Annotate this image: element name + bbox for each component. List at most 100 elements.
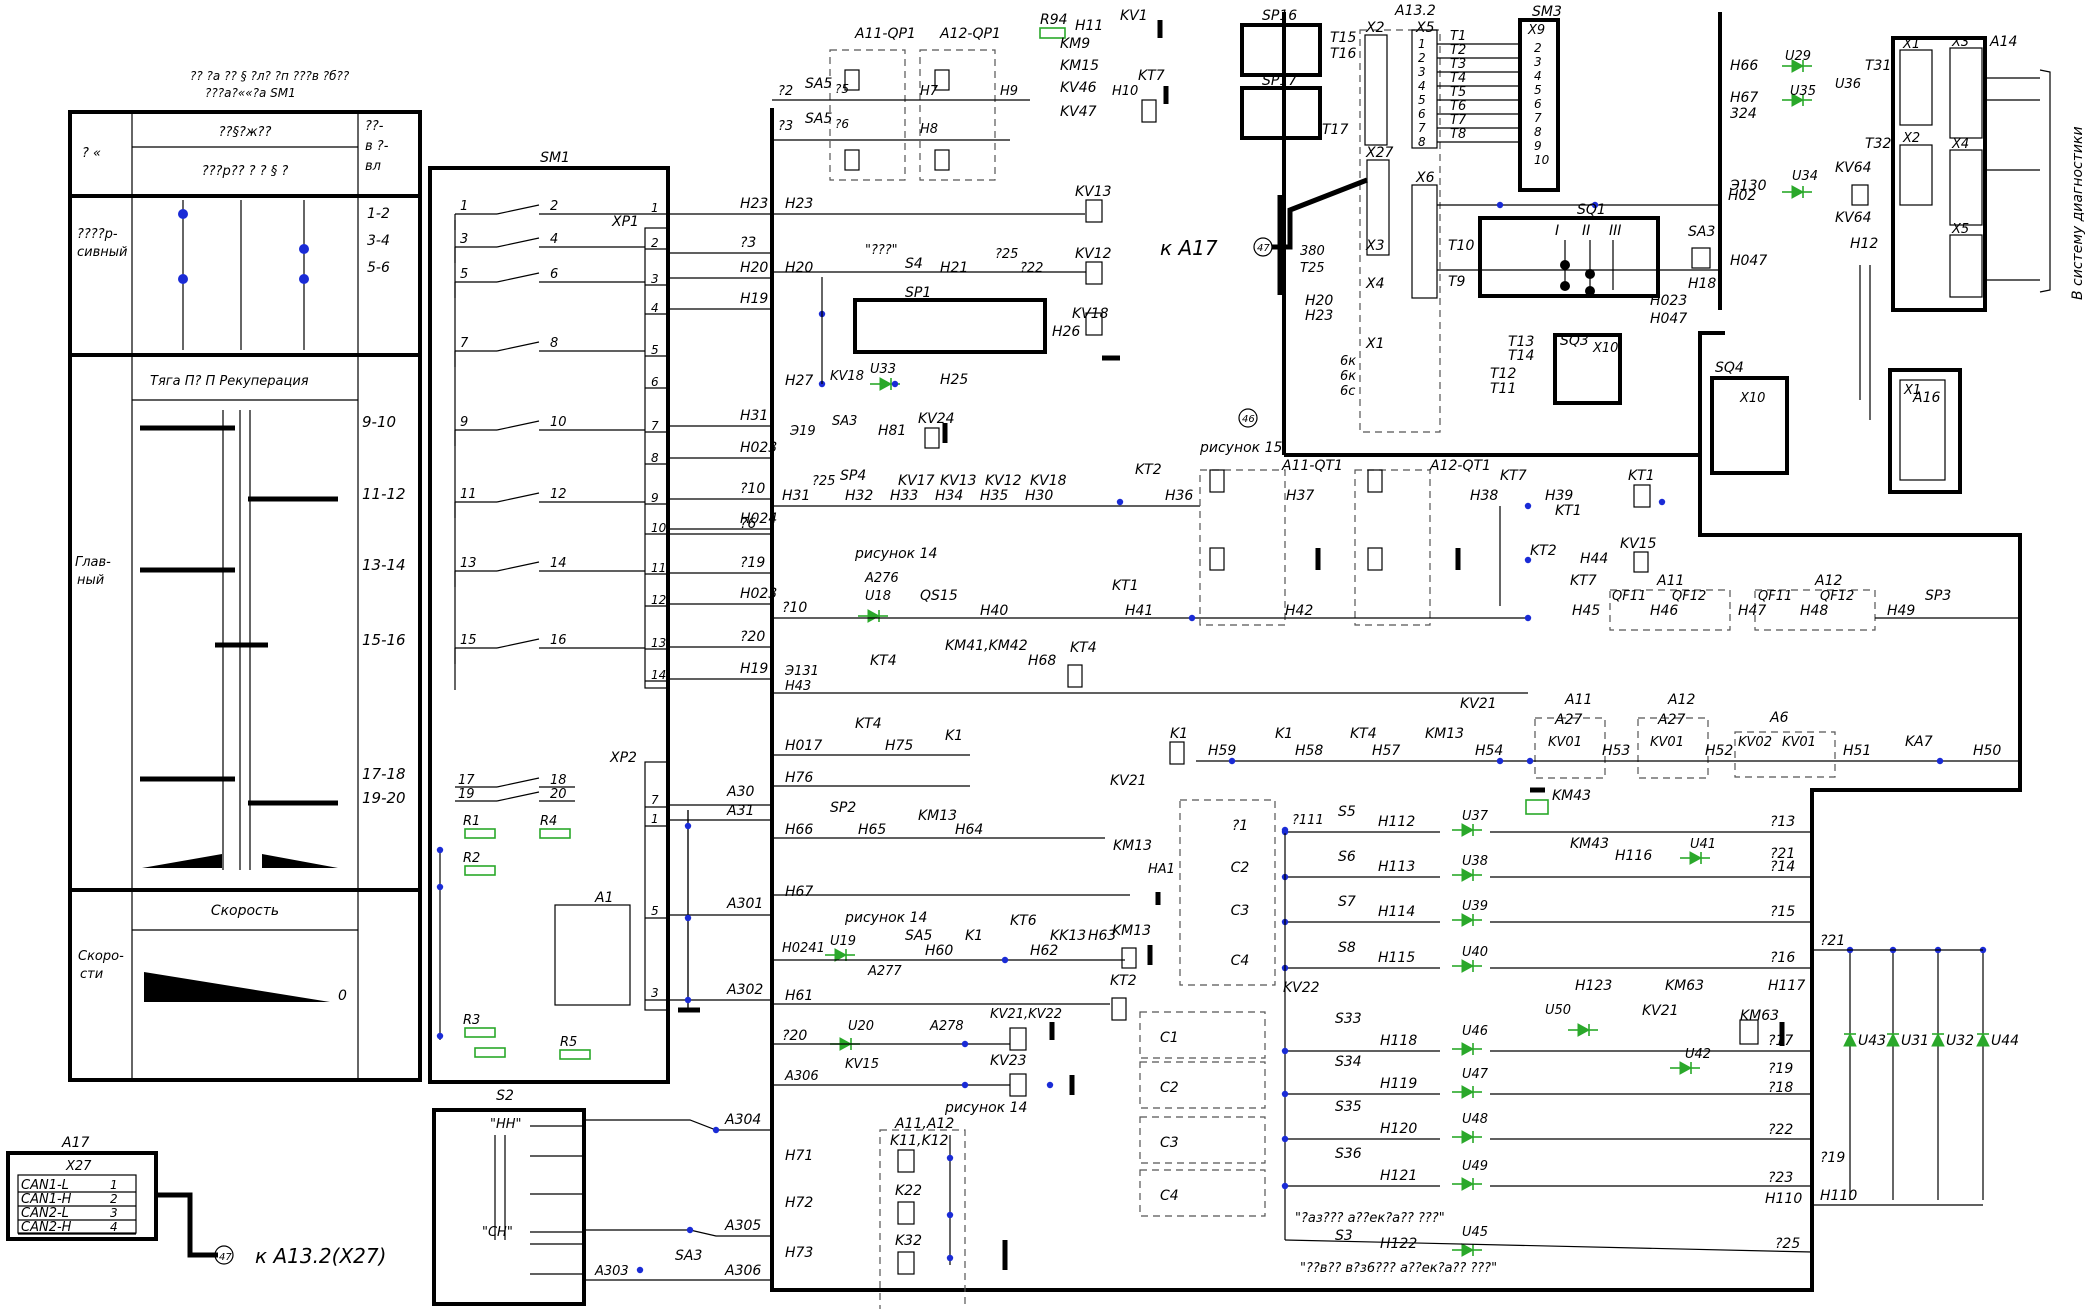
terminal-pin: 6 [1534, 97, 1542, 111]
k-group [879, 1129, 966, 1309]
relay-label: KM63 [1740, 1008, 1779, 1024]
relay-coil [897, 1201, 915, 1225]
terminal-label: X10 [1739, 391, 1765, 406]
wire-label: Н10 [1112, 84, 1138, 99]
sm1-switch [496, 561, 540, 572]
relay-coil [844, 69, 860, 91]
ref-circle [214, 1245, 234, 1265]
wire-label: ?20 [740, 629, 765, 645]
a11-qt1-group [1199, 469, 1286, 626]
wire-label: ?3 [778, 119, 793, 134]
wire-label: Н23 [785, 196, 813, 212]
wire-label: Н119 [1380, 1076, 1417, 1092]
wire-label: Н67 [1730, 90, 1758, 106]
relay-coil [1851, 184, 1869, 206]
relay-label: KV21 [1110, 773, 1147, 789]
wire-label: А30 [726, 784, 754, 800]
junction-node [1281, 1182, 1289, 1190]
wire-label: Н52 [1705, 743, 1733, 759]
sq3-terminal [1553, 333, 1622, 405]
sm1-switch [496, 341, 540, 352]
contact-num: 9 [460, 415, 468, 430]
wire [584, 1229, 772, 1237]
wire-label: Н19 [740, 291, 768, 307]
wire-label: Н37 [1286, 488, 1314, 504]
diode-label: U39 [1462, 899, 1488, 914]
sm1-switch [496, 237, 540, 248]
xp1-pin: 9 [651, 491, 659, 505]
can-pin: 2 [110, 1192, 118, 1206]
wire-label: Н48 [1800, 603, 1828, 619]
wire-label: Н64 [955, 822, 983, 838]
junction-node [684, 822, 692, 830]
wire-label: Н32 [845, 488, 873, 504]
sq1-position: II [1582, 223, 1590, 239]
relay-coil [1085, 312, 1103, 336]
relay-coil [1367, 547, 1383, 571]
junction-node [1116, 498, 1124, 506]
contact-range: 5-6 [367, 260, 390, 276]
speed-zero: 0 [338, 988, 347, 1004]
contact-num: 13 [460, 556, 477, 571]
group-label: A27 [1657, 712, 1685, 728]
switch-label: SA3 [675, 1248, 702, 1264]
a16-label: A16 [1912, 390, 1940, 406]
relay-label: KV1 [1120, 8, 1148, 24]
wire-label: А306 [784, 1069, 819, 1084]
sq1-block [1478, 216, 1660, 298]
wire-label: Н38 [1470, 488, 1498, 504]
wire-label: ?21 [1820, 933, 1845, 949]
switch-label: SA3 [832, 414, 857, 429]
u35-diode [1782, 93, 1812, 107]
wire-label: А304 [724, 1112, 761, 1128]
switch-position-dot [299, 274, 309, 284]
sm1-switch [496, 272, 540, 283]
ref-num: 47 [1257, 243, 1270, 254]
a14-block [1891, 36, 1987, 312]
terminal-pin: 6 [1418, 107, 1426, 121]
contact-num: 15 [460, 633, 477, 648]
xp1-pin: 11 [651, 561, 666, 575]
junction-node [1591, 201, 1599, 209]
terminal-label: X1 [1365, 336, 1385, 352]
can-pin: 4 [110, 1220, 118, 1234]
switch-label: S8 [1338, 940, 1356, 956]
contact-num: 6 [550, 267, 558, 282]
terminal-pin: 2 [1418, 51, 1426, 65]
c_u40-diode [1452, 959, 1482, 973]
relay-label: KV24 [918, 411, 955, 427]
diode-label: U38 [1462, 854, 1488, 869]
relay-label: KT4 [1350, 726, 1377, 742]
ref-num: 46 [1242, 414, 1255, 425]
speed-wedge [144, 972, 330, 1002]
junction-node [684, 914, 692, 922]
wire-label: Н047 [1730, 253, 1767, 269]
sp1-box [853, 298, 1047, 354]
relay-label: K1 [965, 928, 983, 944]
relay-coil [1009, 1027, 1027, 1051]
sm1-switch [496, 777, 540, 788]
relay-label: KM43 [1570, 836, 1609, 852]
diode-label: U50 [1545, 1003, 1571, 1018]
junction-node [1281, 1135, 1289, 1143]
terminal-label: X4 [1951, 137, 1969, 152]
relay-coil [1209, 547, 1225, 571]
terminal-pin: 9 [1534, 139, 1542, 153]
a17-reference: к А13.2(Х27) [255, 1244, 386, 1268]
sq4-label: SQ4 [1715, 360, 1744, 376]
terminal-label: T10 [1448, 238, 1474, 254]
xp1-label: XP1 [611, 214, 639, 230]
a11-qf-group [1609, 589, 1731, 631]
terminal-label: T12 [1490, 366, 1516, 382]
diode-label: U45 [1462, 1225, 1488, 1240]
relay-label: KV46 [1060, 80, 1097, 96]
u45-diode [1452, 1243, 1482, 1257]
contact-num: 18 [550, 773, 567, 788]
can-line: CAN2-H [21, 1220, 72, 1235]
junction-node [636, 1266, 644, 1274]
junction-node [1658, 498, 1666, 506]
a17-connector: X27 [65, 1159, 92, 1174]
xp1-pin: 14 [651, 668, 666, 682]
terminal-label: T17 [1322, 122, 1348, 138]
wire-label: ?19 [1820, 1150, 1845, 1166]
